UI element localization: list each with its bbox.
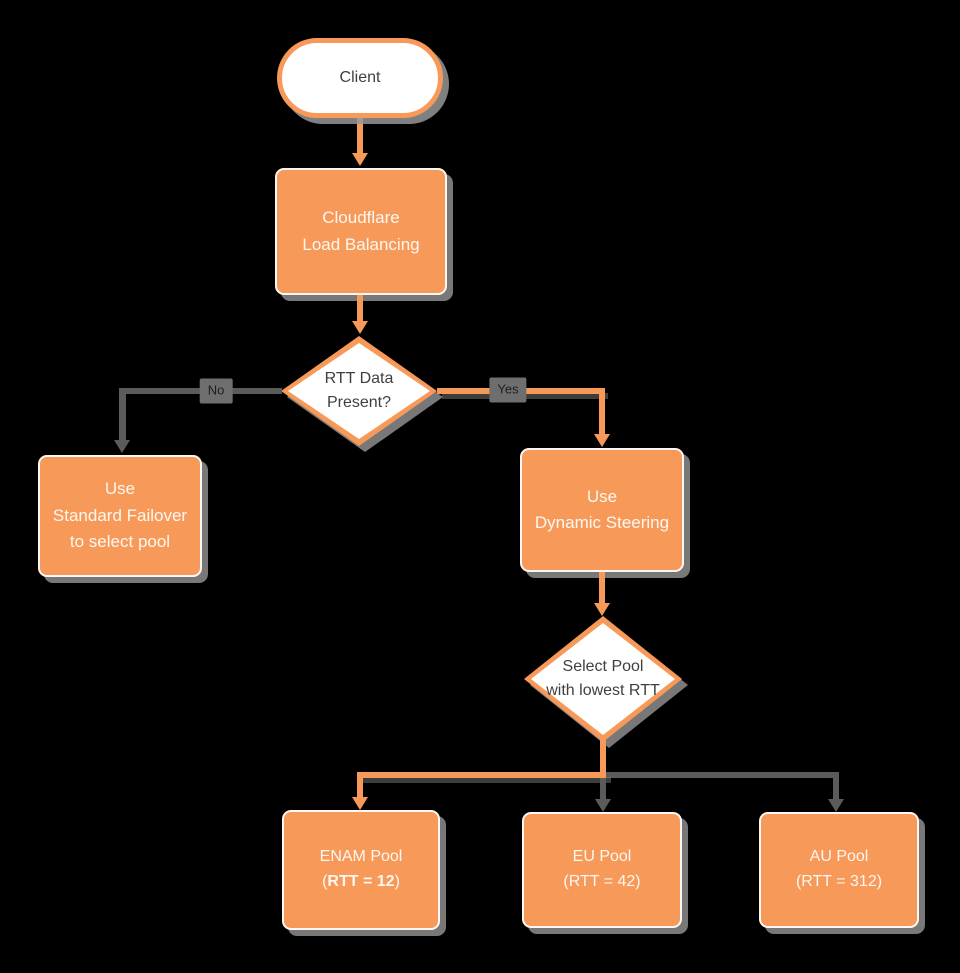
standard-failover-label-line1: Use [104,479,136,499]
au-pool-rtt: (RTT = 312) [795,873,883,890]
edge-steering-to-pool-decision [599,572,605,604]
edge-pool-decision-stem [600,740,606,778]
au-pool-node: AU Pool (RTT = 312) [759,812,919,928]
edge-client-to-loadbalancer [357,116,363,156]
client-label: Client [339,69,381,86]
eu-pool-rtt: (RTT = 42) [563,873,641,890]
edge-to-eu-vertical [600,778,606,802]
pool-decision-label-line2: with lowest RTT [546,682,660,699]
enam-pool-name: ENAM Pool [319,848,403,866]
arrow-down-icon [594,434,610,447]
dynamic-steering-label-line1: Use [586,486,618,506]
enam-pool-node: ENAM Pool (RTT = 12) [282,810,440,930]
eu-pool-node: EU Pool (RTT = 42) [522,812,682,928]
edge-loadbalancer-to-rtt-decision [357,295,363,323]
enam-rtt-open: ( [322,873,328,890]
edge-yes-vertical [599,388,605,436]
arrow-down-icon [828,799,844,812]
enam-pool-rtt: (RTT = 12) [322,870,400,895]
edge-label-yes: Yes [489,377,527,403]
arrow-down-icon [352,153,368,166]
load-balancer-label-line1: Cloudflare [322,208,400,228]
edge-to-enam-vertical [357,772,363,800]
load-balancer-node: Cloudflare Load Balancing [275,168,447,295]
enam-rtt-value: RTT = 12 [327,873,395,890]
rtt-decision-label-line2: Present? [326,394,392,411]
rtt-decision-label-line1: RTT Data [324,370,394,387]
arrow-down-icon [595,799,611,812]
enam-rtt-close: ) [394,873,400,890]
standard-failover-label-line2: Standard Failover [52,505,188,525]
arrow-down-icon [352,797,368,810]
edge-to-au-vertical [833,772,839,802]
dynamic-steering-node: Use Dynamic Steering [520,448,684,572]
arrow-down-icon [352,321,368,334]
dynamic-steering-label-line2: Dynamic Steering [534,513,670,532]
au-pool-name: AU Pool [809,848,869,866]
client-node: Client [277,38,443,118]
pool-decision-label-line1: Select Pool [562,658,644,675]
pool-decision-diamond: Select Pool with lowest RTT [524,616,682,742]
standard-failover-node: Use Standard Failover to select pool [38,455,202,577]
arrow-down-icon [114,440,130,453]
edge-label-no: No [199,378,233,404]
eu-pool-name: EU Pool [572,848,632,866]
edge-to-au-horizontal [606,772,838,778]
standard-failover-label-line3: to select pool [69,532,171,552]
rtt-decision-diamond: RTT Data Present? [281,336,437,446]
arrow-down-icon [594,603,610,616]
load-balancer-label-line2: Load Balancing [302,234,420,254]
edge-to-enam-horizontal [357,772,606,778]
edge-no-vertical [119,388,126,442]
